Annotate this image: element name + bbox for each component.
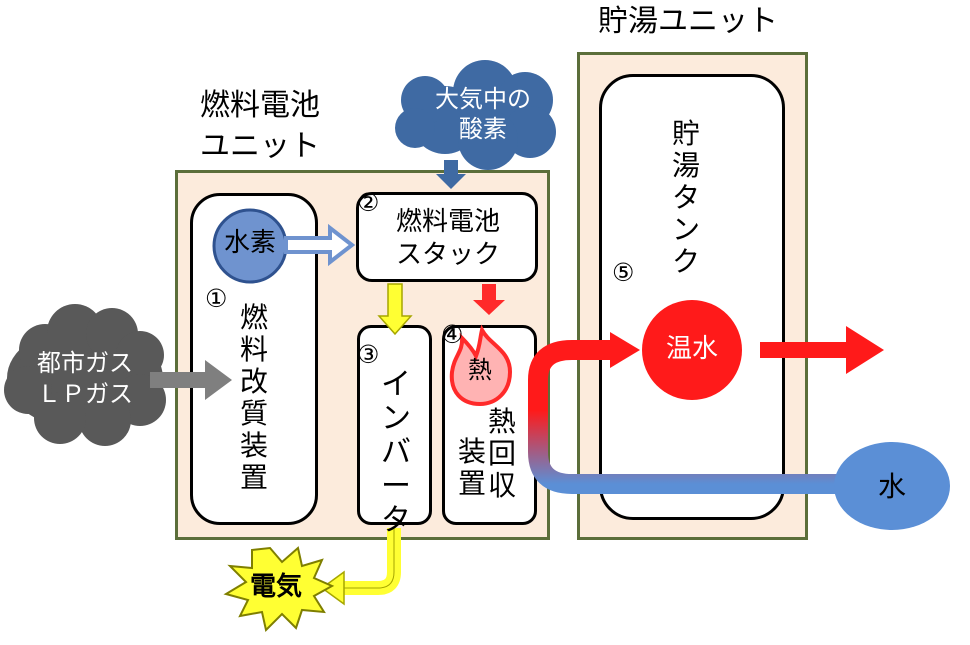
electricity-arrow-outline [342,528,395,589]
gas-label: 都市ガス ＬＰガス [37,349,133,409]
stack-to-heat-arrow [473,284,505,315]
inverter-box [357,325,432,525]
hot-water-label: 温水 [665,334,718,364]
water-pipe [528,340,850,494]
electricity-label: 電気 [249,572,302,602]
hot-water-circle [642,300,742,400]
reformer-label: 燃料改質装置 [239,301,268,494]
stack-box [356,192,538,282]
gas-cloud [4,304,166,446]
heat-number: ④ [441,320,464,349]
flame-icon [449,324,513,407]
stack-number: ② [357,188,380,217]
water-label: 水 [877,470,906,503]
electricity-arrow-head [320,570,345,606]
storage-unit-title: 貯湯ユニット [598,4,778,39]
oxygen-arrow [436,160,466,189]
heat-flame-label: 熱 [468,356,492,384]
electricity-burst [223,546,335,632]
gas-arrow [150,360,232,400]
stack-to-inverter-arrow [377,283,413,336]
hot-water-out-arrow [760,326,884,374]
oxygen-cloud [395,60,556,170]
heat-recovery-label-col2: 装置 [457,435,486,500]
oxygen-label: 大気中の 酸素 [435,85,531,143]
fuel-cell-unit-title: 燃料電池 ユニット [200,88,320,164]
hydrogen-arrow [284,223,356,267]
pipe-arrow-head [610,332,640,368]
hydrogen-label: 水素 [223,228,276,258]
inverter-label: インバータ [381,367,411,538]
stack-label: 燃料電池 スタック [395,207,500,270]
tank-number: ⑤ [612,258,635,287]
water-ellipse [834,442,950,530]
inverter-number: ③ [357,340,380,369]
reformer-number: ① [205,284,228,313]
tank-label: 貯湯タンク [671,117,700,278]
heat-recovery-label-col1: 熱回収 [487,405,516,502]
storage-tank-box [599,74,785,520]
